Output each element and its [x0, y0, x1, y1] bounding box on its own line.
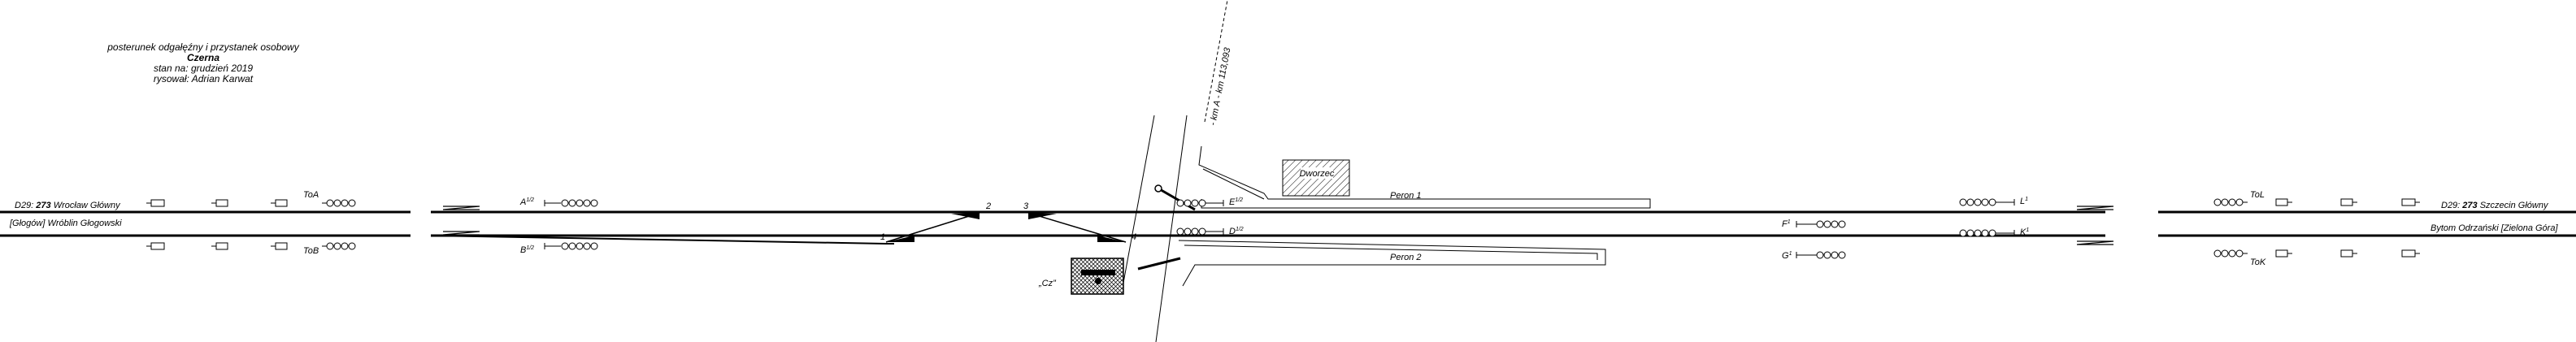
platform-2: [1178, 240, 1606, 287]
marker-group-lower-2: [211, 242, 228, 250]
road-edge-right: [1155, 115, 1188, 342]
line-right-label: D29: 273 Szczecin Główny: [2441, 201, 2549, 210]
switch-1-tongue: [886, 236, 914, 242]
direction-left: [Głogów] Wróblin Głogowski: [9, 219, 122, 228]
signal-ToB-label: ToB: [303, 246, 319, 256]
switch-2-tongue: [951, 213, 980, 219]
signal-ToK-label: ToK: [2250, 258, 2266, 267]
switch-4-tongue: [1097, 236, 1126, 242]
marker-group-lower-r3: [2401, 249, 2420, 258]
signal-ToL-label: ToL: [2250, 190, 2265, 200]
header-kind: posterunek odgałęźny i przystanek osobow…: [107, 41, 299, 53]
track-siding: [430, 235, 894, 245]
arrow-right-upper: [2076, 206, 2114, 210]
direction-right: Bytom Odrzański [Zielona Góra]: [2430, 223, 2558, 233]
interlocking-box: [1071, 258, 1124, 295]
signal-ToK: ToK: [2213, 249, 2266, 267]
marker-group-lower-r2: [2340, 249, 2357, 258]
signal-D-label: D1/2: [1229, 227, 1244, 236]
signal-L-label: L1: [2020, 197, 2028, 206]
signal-G-label: G1: [1782, 251, 1792, 261]
signal-D: D1/2: [1176, 227, 1244, 236]
platform-1: [1198, 145, 1651, 209]
barrier-lower: [1137, 257, 1181, 271]
marker-group-upper-2: [211, 199, 228, 207]
block-arrows: [442, 206, 2114, 245]
signal-E: E1/2: [1176, 197, 1243, 207]
signal-F: F1: [1782, 219, 1846, 229]
signal-F-label: F1: [1782, 219, 1791, 229]
signal-B: B1/2: [520, 242, 598, 255]
signal-B-label: B1/2: [520, 245, 534, 255]
marker-group-upper-1: [146, 199, 165, 207]
signal-ToL: ToL: [2213, 190, 2265, 206]
marker-group-upper-3: [271, 199, 288, 207]
km-label: - km A - km 113,093: [1208, 46, 1233, 127]
platform-2-label: Peron 2: [1390, 253, 1422, 262]
tracks: [0, 210, 2576, 245]
km-line: [1204, 0, 1228, 123]
marker-group-lower-r1: [2275, 249, 2292, 258]
station-building: Dworzec: [1282, 159, 1350, 197]
signal-K-label: K1: [2020, 227, 2029, 237]
road-crossing: [1123, 0, 1228, 342]
header-station-name: Czerna: [186, 52, 219, 63]
signal-G: G1: [1782, 251, 1846, 261]
barrier-pivot: [1154, 184, 1162, 193]
drawing-header: posterunek odgałęźny i przystanek osobow…: [81, 42, 325, 84]
signal-A: A1/2: [519, 197, 598, 207]
arrow-left-upper: [442, 206, 480, 210]
signal-ToB: ToB: [303, 242, 356, 256]
signal-K: K1: [1959, 227, 2029, 237]
switch-label-2: 2: [985, 201, 991, 211]
marker-group-lower-3: [271, 242, 288, 250]
left-markers: [146, 199, 288, 250]
interlocking-label: „Cz”: [1038, 279, 1057, 288]
signal-L: L1: [1959, 197, 2028, 206]
road-edge-left: [1123, 115, 1155, 284]
header-author: rysował: Adrian Karwat: [153, 73, 254, 84]
platform-1-label: Peron 1: [1390, 191, 1422, 201]
switch-label-3: 3: [1023, 201, 1029, 211]
arrow-left-lower: [442, 231, 480, 236]
marker-group-upper-r3: [2401, 198, 2420, 206]
switch-label-1: 1: [880, 232, 885, 242]
signal-ToA-label: ToA: [303, 190, 319, 200]
right-markers: [2275, 198, 2420, 258]
marker-group-upper-r1: [2275, 198, 2292, 206]
line-left-label: D29: 273 Wrocław Główny: [15, 201, 121, 210]
signal-E-label: E1/2: [1229, 197, 1243, 207]
arrow-right-lower: [2076, 240, 2114, 245]
crossover-3-4: [1027, 212, 1127, 243]
marker-group-lower-1: [146, 242, 165, 250]
signal-A-label: A1/2: [519, 197, 534, 207]
crossover-1-2: [885, 212, 980, 243]
switch-3-tongue: [1028, 213, 1057, 219]
building-label: Dworzec: [1300, 169, 1335, 179]
signal-ToA: ToA: [303, 190, 356, 207]
marker-group-upper-r2: [2340, 198, 2357, 206]
switch-label-4: 4: [1132, 232, 1136, 242]
header-status: stan na: grudzień 2019: [153, 63, 254, 74]
